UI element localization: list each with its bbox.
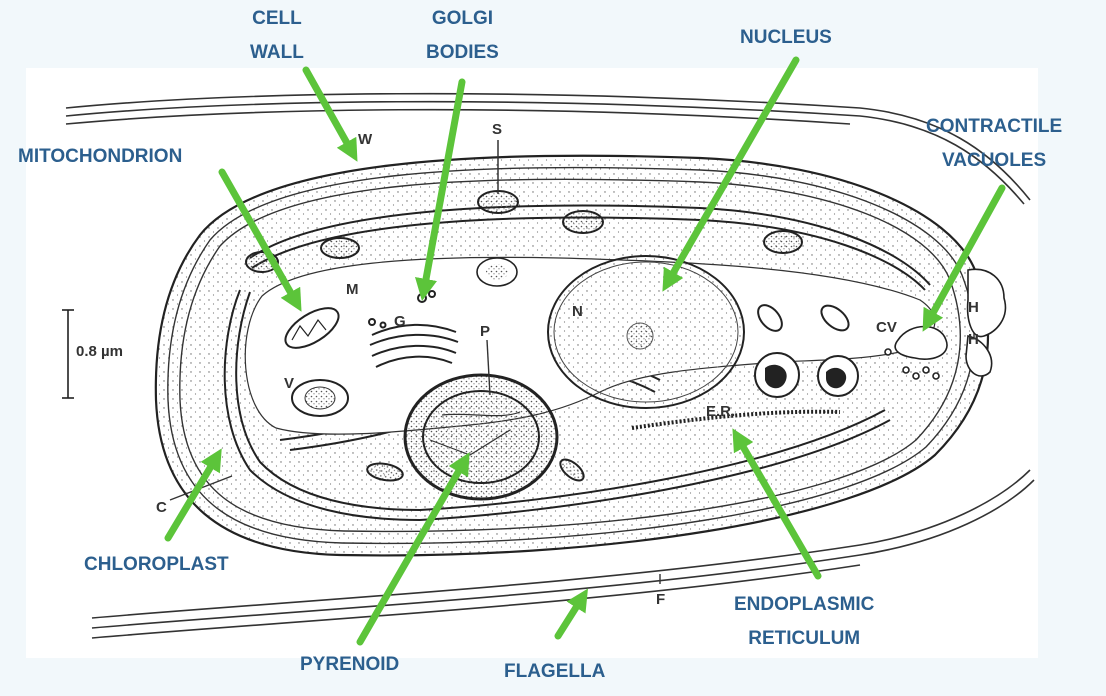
- arrow-mitochondrion: [218, 168, 302, 312]
- callout-mitochondrion-text: MITOCHONDRION: [18, 146, 183, 167]
- label-p: P: [480, 323, 490, 340]
- arrow-golgi: [414, 78, 466, 302]
- lower-flagellum: [91, 469, 1035, 639]
- callout-cell-wall: CELL WALL: [250, 2, 304, 70]
- label-c: C: [156, 499, 167, 516]
- annotation-arrows: [164, 56, 1006, 646]
- arrow-chloroplast: [164, 448, 222, 542]
- label-v: V: [284, 375, 294, 392]
- callout-er-line2: RETICULUM: [748, 628, 861, 649]
- scale-bar: [62, 309, 74, 399]
- label-g: G: [394, 313, 406, 330]
- er-shape: [631, 409, 841, 430]
- starch-bodies: [245, 190, 803, 273]
- arrow-contractile: [922, 184, 1006, 332]
- vacuoles: [291, 257, 859, 417]
- arrow-er: [732, 428, 822, 580]
- callout-chloroplast-text: CHLOROPLAST: [84, 554, 229, 575]
- label-s: S: [492, 121, 502, 138]
- label-cv: CV: [876, 319, 897, 336]
- label-h-top: H: [968, 299, 979, 316]
- callout-chloroplast: CHLOROPLAST: [84, 548, 229, 582]
- arrow-pyrenoid: [356, 452, 470, 646]
- callout-contractile-vacuoles: CONTRACTILE VACUOLES: [926, 110, 1062, 178]
- label-er: E.R.: [706, 403, 735, 420]
- callout-contractile-line2: VACUOLES: [941, 150, 1047, 171]
- callout-pyrenoid-text: PYRENOID: [300, 654, 400, 675]
- callout-golgi-line1: GOLGI: [431, 8, 494, 29]
- label-h-bottom: H: [968, 331, 979, 348]
- callout-cell-wall-line1: CELL: [252, 8, 302, 29]
- nucleus-shape: [547, 255, 745, 409]
- arrow-flagella: [554, 588, 588, 640]
- callout-nucleus: NUCLEUS: [740, 21, 832, 55]
- label-m: M: [346, 281, 359, 298]
- callout-flagella: FLAGELLA: [504, 655, 605, 689]
- mitochondria: [284, 304, 850, 349]
- arrow-cell-wall: [302, 66, 358, 162]
- callout-nucleus-text: NUCLEUS: [740, 27, 832, 48]
- callout-golgi: GOLGI BODIES: [426, 2, 499, 70]
- contractile-vacuole-shape: [884, 325, 948, 380]
- callout-er: ENDOPLASMIC RETICULUM: [734, 588, 874, 656]
- label-f: F: [656, 591, 665, 608]
- label-w: W: [358, 131, 373, 148]
- callout-contractile-line1: CONTRACTILE: [926, 116, 1063, 137]
- callout-golgi-line2: BODIES: [426, 42, 499, 63]
- callout-pyrenoid: PYRENOID: [300, 648, 399, 682]
- scale-bar-label: 0.8 µm: [76, 343, 123, 360]
- label-n: N: [572, 303, 583, 320]
- upper-flagellum: [65, 92, 1031, 205]
- callout-cell-wall-line2: WALL: [250, 42, 304, 63]
- callout-mitochondrion: MITOCHONDRION: [18, 140, 182, 174]
- callout-flagella-text: FLAGELLA: [504, 661, 606, 682]
- flagellar-base: [965, 268, 1007, 377]
- callout-er-line1: ENDOPLASMIC: [734, 594, 875, 615]
- p-pointer: [486, 339, 491, 396]
- arrow-nucleus: [662, 56, 800, 292]
